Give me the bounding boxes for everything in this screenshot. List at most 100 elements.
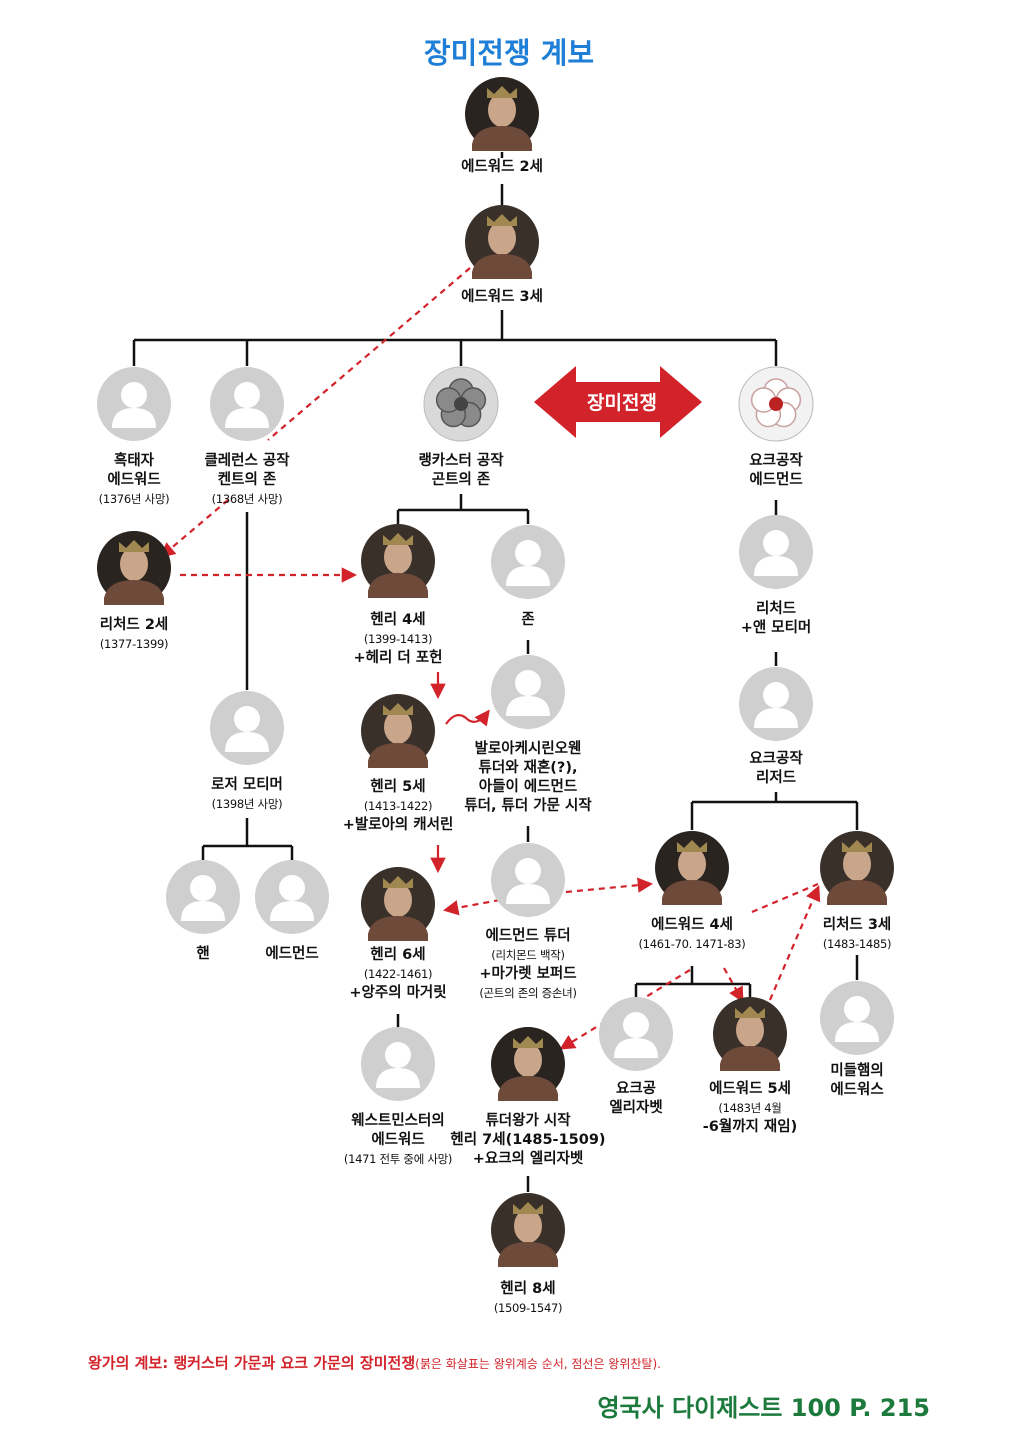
usurp-arrow-to-edward4 <box>565 877 654 894</box>
person-edmund-tudor: 에드먼드 튜더 (리치몬드 백작) +마가렛 보퍼드 (곤트의 존의 증손녀) <box>428 927 628 1003</box>
person-label-line: 엘리자벳 <box>609 1100 663 1116</box>
person-label-line: 리처드 3세 <box>822 917 892 933</box>
usurp-arrow-clarence-richard2 <box>159 499 229 558</box>
source-reference: 영국사 다이제스트 100 P. 215 <box>597 1394 930 1422</box>
person-label-line: 에드워스 <box>830 1082 884 1098</box>
person-label-line: +마가렛 보퍼드 <box>479 966 577 982</box>
person-label-line: (1483-1485) <box>822 937 892 951</box>
person-label-line: (1471 전투 중에 사망) <box>343 1152 453 1166</box>
person-placeholder-icon <box>166 860 240 934</box>
person-label-line: (1461-70. 1471-83) <box>638 937 746 951</box>
person-placeholder-icon <box>361 1027 435 1101</box>
person-label-line: 에드워드 <box>371 1132 425 1148</box>
person-label-line: (리치몬드 백작) <box>491 948 565 962</box>
person-label-line: 미들햄의 <box>830 1063 884 1079</box>
usurp-arrow-to-henry7 <box>559 969 691 1050</box>
person-label-line: 에드워드 3세 <box>461 289 543 305</box>
person-edward3: 에드워드 3세 <box>402 288 602 307</box>
person-edward2: 에드워드 2세 <box>402 158 602 177</box>
person-placeholder-icon <box>491 655 565 729</box>
person-label-line: (1377-1399) <box>99 637 169 651</box>
person-roger: 로저 모티머(1398년 사망) <box>147 776 347 814</box>
caption-note: (붉은 화살표는 왕위계승 순서, 점선은 왕위찬탈). <box>415 1357 661 1371</box>
person-label-line: (1368년 사망) <box>211 492 283 506</box>
person-placeholder-icon <box>491 525 565 599</box>
person-placeholder-icon <box>491 843 565 917</box>
person-label-line: (1422-1461) <box>363 967 433 981</box>
person-label-line: (1398년 사망) <box>211 797 283 811</box>
king-portrait-icon <box>361 867 435 941</box>
person-label-line: 에드워드 5세 <box>709 1081 791 1097</box>
person-label-line: 헨리 7세(1485-1509) <box>450 1132 606 1148</box>
person-label-line: 랭카스터 공작 <box>418 453 504 469</box>
person-label-line: 에드워드 4세 <box>651 917 733 933</box>
usurp-arrow-edward5-richard3 <box>768 885 821 1001</box>
person-placeholder-icon <box>820 981 894 1055</box>
war-of-roses-arrow <box>534 366 702 438</box>
person-label-line: 에드워드 2세 <box>461 159 543 175</box>
person-label-line: 요크공 <box>615 1081 657 1097</box>
person-label-line: 헨리 5세 <box>370 779 426 795</box>
person-label-line: 리처드 <box>755 601 797 617</box>
person-label-line: +앤 모티머 <box>740 620 812 636</box>
person-henry5: 헨리 5세 (1413-1422) +발로아의 캐서린 <box>298 778 498 835</box>
person-label-line: (곤트의 존의 증손녀) <box>479 986 577 1000</box>
person-label-line: 헨리 8세 <box>500 1281 556 1297</box>
person-label-line: 존 <box>521 612 535 628</box>
person-label-line: (1413-1422) <box>363 799 433 813</box>
person-john: 존 <box>428 611 628 630</box>
person-edmund-m: 에드먼드 <box>192 945 392 964</box>
marriage-arrow-henry5-catherine <box>445 709 490 727</box>
person-label-line: (1376년 사망) <box>98 492 170 506</box>
person-placeholder-icon <box>255 860 329 934</box>
person-placeholder-icon <box>210 691 284 765</box>
person-placeholder-icon <box>97 367 171 441</box>
person-label-line: 클레런스 공작 <box>204 453 290 469</box>
king-portrait-icon <box>655 831 729 905</box>
king-portrait-icon <box>491 1027 565 1101</box>
person-henry8: 헨리 8세 (1509-1547) <box>428 1280 628 1318</box>
king-portrait-icon <box>97 531 171 605</box>
person-label-line: 발로아케시린오웬 <box>474 741 582 757</box>
person-label-line: 헨리 4세 <box>370 612 426 628</box>
person-placeholder-icon <box>599 997 673 1071</box>
person-label-line: 튜더, 튜더 가문 시작 <box>464 798 592 814</box>
lancaster-rose-icon <box>423 366 499 442</box>
person-richard2: 리처드 2세(1377-1399) <box>34 616 234 654</box>
person-label-line: 튜더와 재혼(?), <box>478 760 578 776</box>
person-label-line: 흑태자 <box>113 453 155 469</box>
king-portrait-icon <box>820 831 894 905</box>
family-lines <box>132 152 859 1192</box>
person-placeholder-icon <box>739 515 813 589</box>
war-of-roses-label: 장미전쟁 <box>587 392 657 414</box>
king-portrait-icon <box>361 524 435 598</box>
person-label-line: 에드먼드 <box>265 946 319 962</box>
person-label-line: (1509-1547) <box>493 1301 563 1315</box>
person-label-line: +발로아의 캐서린 <box>342 817 454 833</box>
person-edward5: 에드워드 5세(1483년 4월-6월까지 재임) <box>650 1080 850 1137</box>
person-label-line: +헤리 더 포헌 <box>353 650 443 666</box>
person-label-line: +요크의 엘리자벳 <box>472 1151 584 1167</box>
person-label-line: 헨리 6세 <box>370 947 426 963</box>
usurp-arrow-to-henry6 <box>442 898 501 916</box>
person-label-line: 에드먼드 튜더 <box>485 928 571 944</box>
person-label-line: 에드워드 <box>107 472 161 488</box>
king-portrait-icon <box>491 1193 565 1267</box>
king-portrait-icon <box>465 77 539 151</box>
person-label-line: -6월까지 재임) <box>702 1119 798 1135</box>
person-label-line: 요크공작 <box>749 453 803 469</box>
page-title: 장미전쟁 계보 <box>423 36 595 70</box>
person-richard3: 리처드 3세 (1483-1485) <box>757 916 957 954</box>
caption-main: 왕가의 계보: 랭커스터 가문과 요크 가문의 장미전쟁 <box>88 1354 416 1372</box>
person-henry6: 헨리 6세(1422-1461)+앙주의 마거릿 <box>298 946 498 1003</box>
